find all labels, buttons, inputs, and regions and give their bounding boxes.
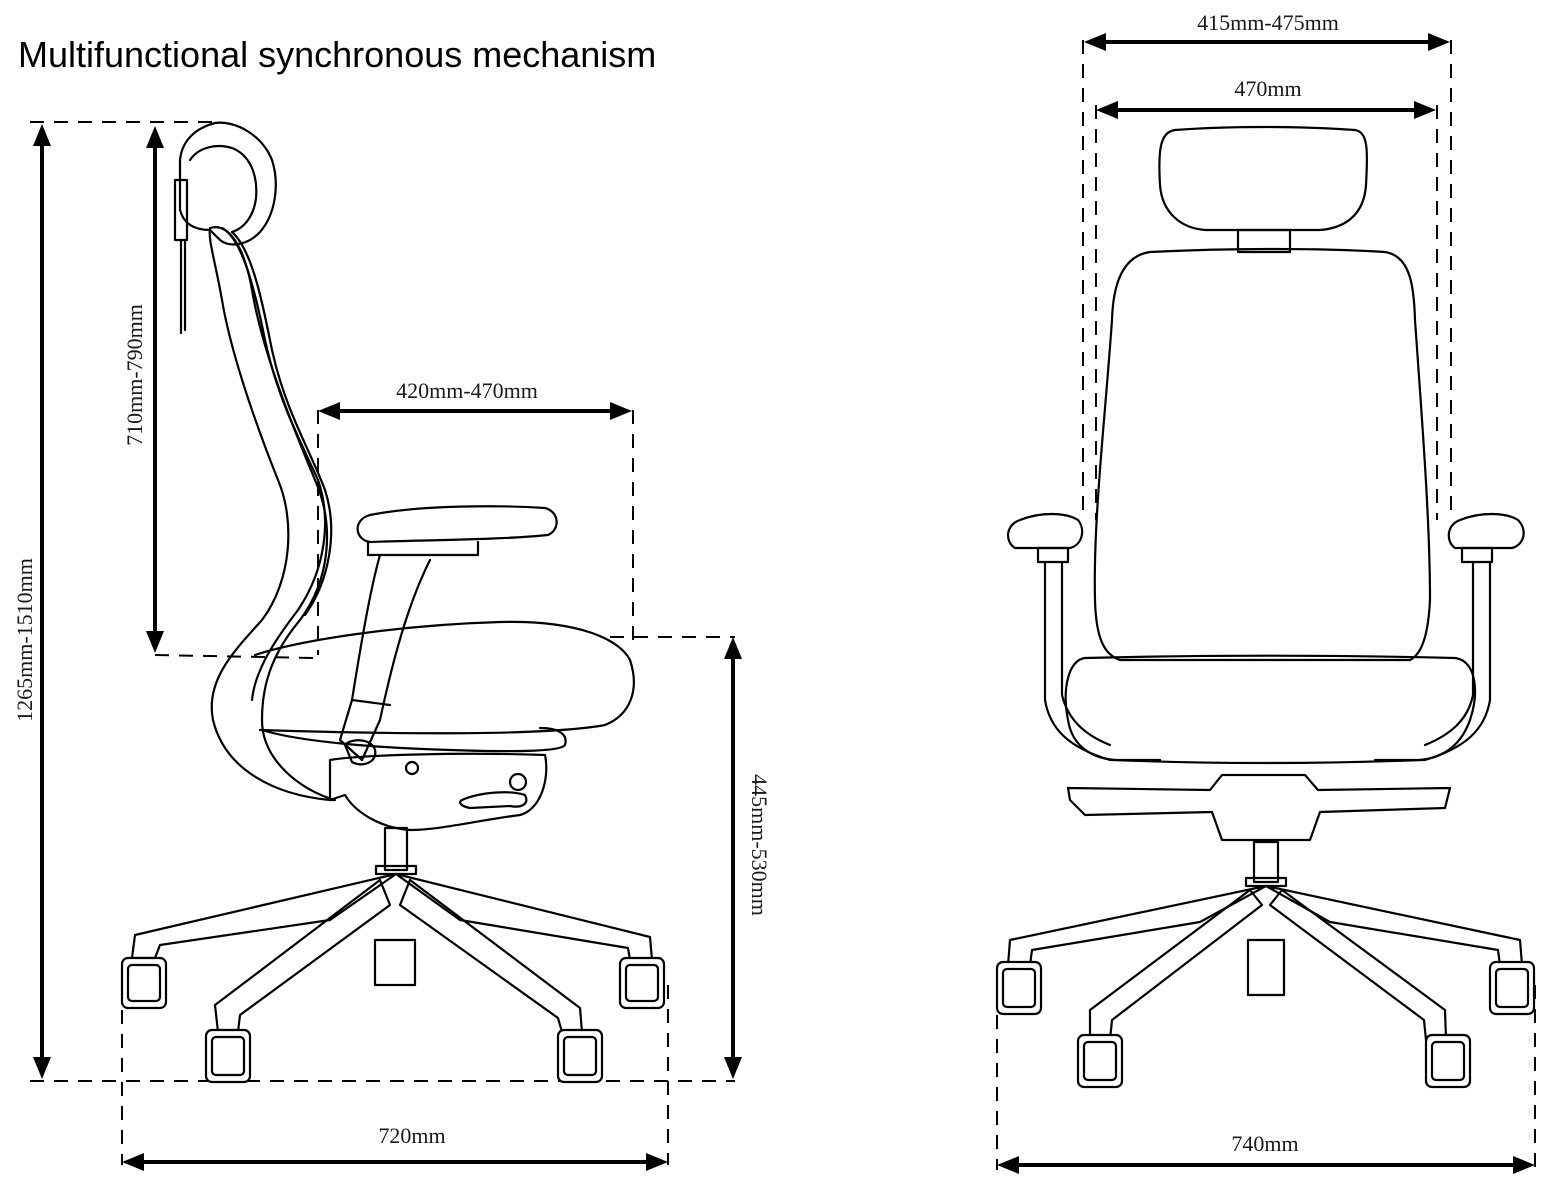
seat-height-label: 445mm-530mm bbox=[747, 774, 772, 916]
caster bbox=[1424, 1033, 1472, 1089]
front-view: 415mm-475mm 470mm 740mm bbox=[995, 10, 1536, 1174]
page-title: Multifunctional synchronous mechanism bbox=[18, 34, 657, 75]
caster bbox=[204, 1028, 252, 1084]
seat-depth-label: 420mm-470mm bbox=[396, 378, 538, 403]
back-width-arrow bbox=[1096, 101, 1436, 119]
caster bbox=[556, 1028, 604, 1084]
total-height-arrow bbox=[33, 124, 51, 1079]
back-bottom-guide bbox=[154, 654, 316, 659]
caster bbox=[1488, 960, 1536, 1016]
seat-height-arrow bbox=[724, 637, 742, 1079]
caster bbox=[1076, 1033, 1124, 1089]
overall-width-arrow bbox=[1084, 33, 1450, 51]
front-chair-drawing bbox=[995, 125, 1536, 1089]
front-base-width-label: 740mm bbox=[1231, 1131, 1298, 1156]
side-chair-drawing bbox=[120, 121, 666, 1084]
back-height-label: 710mm-790mm bbox=[122, 304, 147, 446]
side-base-width-arrow bbox=[122, 1153, 668, 1171]
back-width-label: 470mm bbox=[1234, 76, 1301, 101]
total-height-label: 1265mm-1510mm bbox=[12, 558, 37, 722]
seat-depth-arrow bbox=[318, 402, 632, 420]
caster bbox=[120, 956, 168, 1010]
side-view: 1265mm-1510mm 710mm-790mm 420mm-470mm 44… bbox=[12, 121, 772, 1171]
front-base-width-arrow bbox=[997, 1156, 1535, 1174]
caster bbox=[618, 956, 666, 1010]
back-height-arrow bbox=[146, 126, 164, 653]
overall-width-label: 415mm-475mm bbox=[1197, 10, 1339, 35]
side-base-width-label: 720mm bbox=[378, 1123, 445, 1148]
caster bbox=[995, 960, 1043, 1016]
